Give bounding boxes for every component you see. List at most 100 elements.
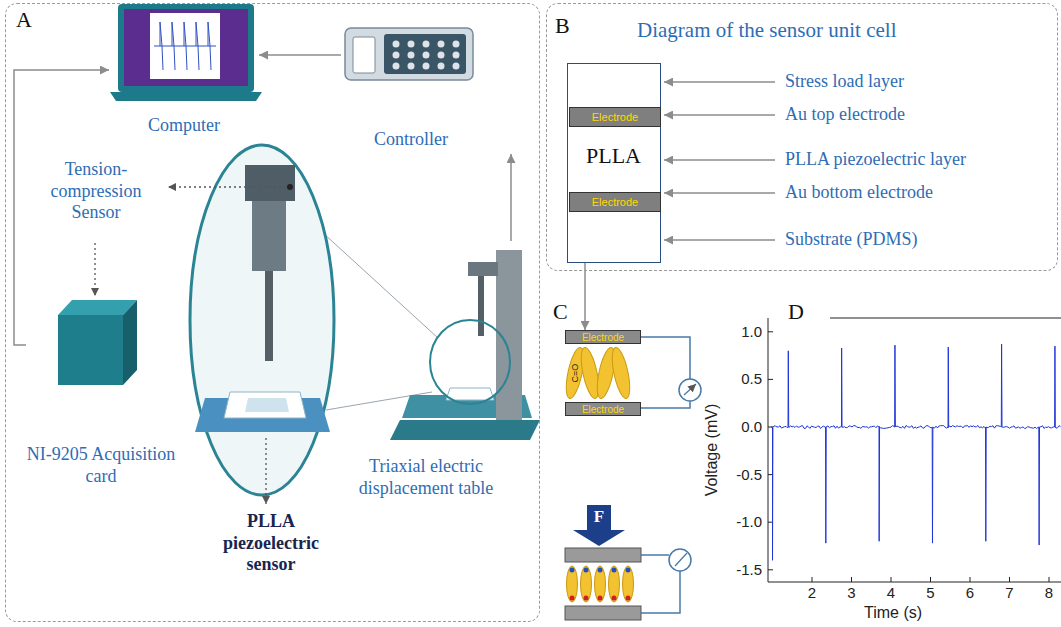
keypad-part: [438, 41, 445, 48]
dipole-illustration-part: [565, 606, 641, 620]
dipoles-part: [612, 596, 617, 601]
electrode-label: Electrode: [570, 195, 660, 209]
sensor-label-box: Tension-compression Sensor: [31, 159, 161, 243]
laptop-icon-part: [150, 13, 220, 79]
controller-box: Controller: [341, 26, 523, 154]
magnified-sensor-view-part: [190, 145, 334, 495]
layer-label: Stress load layer: [785, 71, 904, 93]
displacement-table-icon-part: [478, 276, 484, 336]
tick-label: 0.5: [741, 371, 762, 388]
layer-leaders-part: [664, 159, 775, 160]
magnified-sensor-view-part: [252, 201, 286, 271]
dipoles-part: [598, 596, 603, 601]
controller-icon-part: [353, 37, 375, 73]
controller-icon-part: [345, 28, 473, 80]
device-label: PLLA piezoelectric sensor: [201, 511, 341, 576]
voltage-trace: [771, 344, 1061, 560]
layer-leaders: [664, 82, 775, 240]
keypad-part: [453, 63, 460, 70]
axis-ticks-part: [891, 577, 892, 582]
sensor-name-box: PLLA piezoelectric sensor: [201, 511, 341, 601]
dipole-illustration-part: [641, 337, 690, 379]
tick-label: -1.5: [736, 562, 762, 579]
keypad-part: [453, 41, 460, 48]
axis-ticks-part: [768, 379, 773, 380]
layer-label: Au top electrode: [785, 104, 905, 126]
dipole-illustration-part: [684, 384, 696, 395]
layer-label: Au bottom electrode: [785, 182, 933, 204]
keypad-part: [408, 52, 415, 59]
layer-label: Substrate (PDMS): [785, 229, 918, 251]
layer-leaders-part: [664, 81, 775, 82]
electrode-label: Electrode: [565, 402, 641, 416]
displacement-table-icon-part: [446, 388, 494, 400]
tick-label: 2: [808, 585, 816, 602]
axis-ticks-part: [812, 577, 813, 582]
axis-title: Voltage (mV): [703, 404, 721, 496]
displacement-table-icon-part: [468, 262, 498, 276]
laptop-icon-part: [118, 4, 254, 92]
voltage-chart-part: [830, 318, 1061, 319]
electrode-label: Electrode: [570, 110, 660, 124]
device-label: Computer: [109, 115, 259, 137]
bond-label: C=O: [570, 364, 580, 383]
magnified-sensor-view-part: [245, 398, 289, 412]
device-label: Controller: [341, 129, 481, 151]
magnified-sensor-view-part: [265, 271, 273, 361]
keypad-part: [393, 63, 400, 70]
panel-letter: D: [788, 300, 804, 324]
screen-plot-part: [184, 22, 187, 70]
magnified-sensor-view-part: [245, 165, 295, 201]
dipoles-part: [609, 566, 620, 602]
connector-arrow: [259, 54, 341, 56]
zoom-lines: [322, 232, 438, 410]
dipoles-part: [581, 566, 592, 602]
acquisition-card-icon-part: [58, 315, 123, 385]
screen-plot: [154, 22, 216, 70]
panel-letter: A: [16, 8, 46, 32]
acquisition-card-icon-part: [123, 300, 137, 385]
magnified-sensor-view: [190, 145, 334, 495]
device-label: Tension-compression Sensor: [31, 159, 161, 224]
keypad-part: [423, 41, 430, 48]
layer-stack: ElectrodeElectrodePLLA: [567, 63, 661, 263]
dipole-illustration-part: [565, 548, 641, 562]
tick-label: -1.0: [736, 514, 762, 531]
dipoles-part: [584, 596, 589, 601]
axis-ticks-part: [1049, 577, 1050, 582]
magnified-sensor-view-part: [287, 184, 293, 190]
displacement-table-icon-part: [430, 320, 510, 404]
electrode-layer: Electrode: [569, 107, 661, 127]
displacement-table-icon: [390, 250, 540, 440]
keypad-part: [408, 63, 415, 70]
keypad-part: [423, 63, 430, 70]
layer-leaders-part: [664, 192, 775, 193]
dipole-illustration-part: [669, 549, 691, 571]
tick-label: 1.0: [741, 324, 762, 341]
dipoles-part: [612, 568, 617, 573]
axis-ticks-part: [851, 577, 852, 582]
dipoles-part: [623, 566, 634, 602]
screen-plot-part: [172, 22, 175, 70]
tick-label: 3: [847, 585, 855, 602]
keypad-part: [423, 52, 430, 59]
keypad-part: [408, 41, 415, 48]
tick-label: 8: [1045, 585, 1053, 602]
dipole-illustration-part: [573, 505, 625, 546]
computer-box: Computer: [109, 3, 259, 143]
panel-frame: ComputerControllerTension-compression Se…: [5, 3, 540, 622]
tick-label: 5: [926, 585, 934, 602]
dipoles-part: [570, 596, 575, 601]
laptop-icon-part: [124, 9, 248, 86]
axis-ticks-part: [768, 569, 773, 570]
keypad-part: [438, 63, 445, 70]
keypad-part: [453, 52, 460, 59]
voltage-chart: [768, 318, 1061, 582]
screen-plot-part: [154, 46, 216, 47]
leader-lines-part: [265, 438, 266, 504]
layer-leaders-part: [664, 239, 775, 240]
layer-name: PLLA: [568, 144, 659, 168]
